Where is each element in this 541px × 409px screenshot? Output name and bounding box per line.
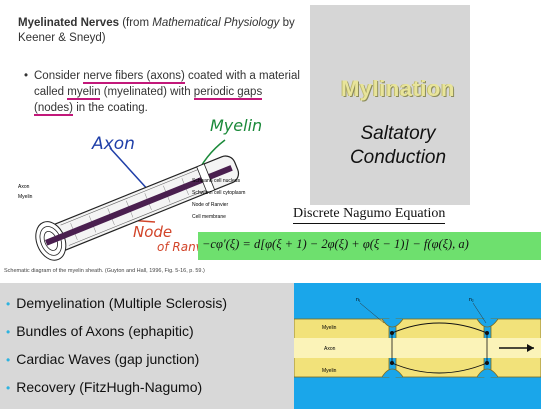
header-book: Mathematical Physiology (152, 17, 280, 29)
bullet-dot: • (6, 325, 11, 339)
axon-core (45, 165, 233, 246)
header-text: Myelinated Nerves (from Mathematical Phy… (18, 16, 308, 46)
header-authors: by Keener & Sneyd) (18, 17, 295, 44)
bullet-marker: • (24, 70, 29, 82)
node-1 (381, 318, 404, 378)
drawing-label-2: Myelin (18, 194, 33, 200)
myelin-hand-label: Myelin (210, 116, 263, 135)
subtitle-line-1: Saltatory (360, 123, 436, 144)
list-item: • Demyelination (Multiple Sclerosis) (6, 289, 227, 317)
bullet-text-4: in the coating. (73, 102, 148, 114)
diagram-label-n1: n₁ (356, 297, 361, 303)
diagram-label-myelin-bottom: Myelin (322, 368, 337, 374)
axon-pointer (109, 147, 151, 193)
drawing-label-4: Schwann cell cytoplasm (192, 190, 245, 196)
saltatory-diagram: n₁ n₂ Myelin Axon Myelin (294, 297, 541, 378)
list-item-text: Recovery (FitzHugh-Nagumo) (16, 379, 203, 395)
topics-box (0, 283, 296, 409)
equation-box (198, 232, 541, 260)
drawing-label-3: Schwann cell nucleus (192, 178, 241, 184)
list-item-text: Cardiac Waves (gap junction) (16, 351, 200, 367)
list-item-text: Bundles of Axons (ephapitic) (16, 323, 194, 339)
axon-interior (294, 338, 541, 358)
arrow-head-icon (527, 344, 534, 352)
slide-title: Mylination (341, 76, 455, 101)
diagram-label-n2: n₂ (469, 297, 474, 303)
current-loop-bottom (391, 362, 488, 374)
drawing-label-6: Cell membrane (192, 214, 226, 220)
node-2 (476, 318, 499, 378)
bullet-paragraph: • Consider nerve fibers (axons) coated wi… (24, 68, 304, 116)
bullet-text-2: coated with a material called (34, 70, 300, 98)
list-item: • Bundles of Axons (ephapitic) (6, 317, 227, 345)
subtitle-line-2: Conduction (349, 147, 447, 168)
diagram-label-myelin-top: Myelin (322, 325, 337, 331)
title-panel (310, 5, 470, 205)
bullet-text-3: (myelinated) with (100, 86, 194, 98)
current-loop-top (391, 322, 488, 334)
underline-myelin: myelin (67, 86, 101, 100)
underline-periodic-gaps: periodic gaps (nodes) (34, 86, 263, 116)
nerve-fiber-drawing: Axon Myelin Schwann cell nucleus Schwann… (18, 139, 245, 261)
figure-caption: Schematic diagram of the myelin sheath. … (4, 268, 205, 274)
drawing-label-5: Node of Ranvier (192, 202, 228, 208)
axon-hand-label: Axon (92, 134, 135, 154)
header-bold: Myelinated Nerves (18, 17, 119, 29)
topics-list: • Demyelination (Multiple Sclerosis) • Bun… (6, 289, 227, 401)
drawing-label-1: Axon (18, 184, 30, 190)
nagumo-equation: −cφ′(ξ) = d[φ(ξ + 1) − 2φ(ξ) + φ(ξ − 1)]… (202, 237, 469, 251)
list-item-text: Demyelination (Multiple Sclerosis) (16, 295, 228, 311)
bullet-dot: • (6, 297, 11, 311)
node-word: Node (133, 223, 173, 241)
list-item: • Recovery (FitzHugh-Nagumo) (6, 373, 227, 401)
diagram-label-axon: Axon (324, 346, 336, 352)
underline-nerve-fibers: nerve fibers (axons) (83, 70, 185, 84)
list-item: • Cardiac Waves (gap junction) (6, 345, 227, 373)
header-from: (from (119, 17, 153, 29)
bullet-dot: • (6, 381, 11, 395)
bullet-dot: • (6, 353, 11, 367)
node-gap (196, 163, 216, 194)
dne-title: Discrete Nagumo Equation (293, 206, 446, 224)
bullet-text-1: Consider (34, 70, 84, 82)
